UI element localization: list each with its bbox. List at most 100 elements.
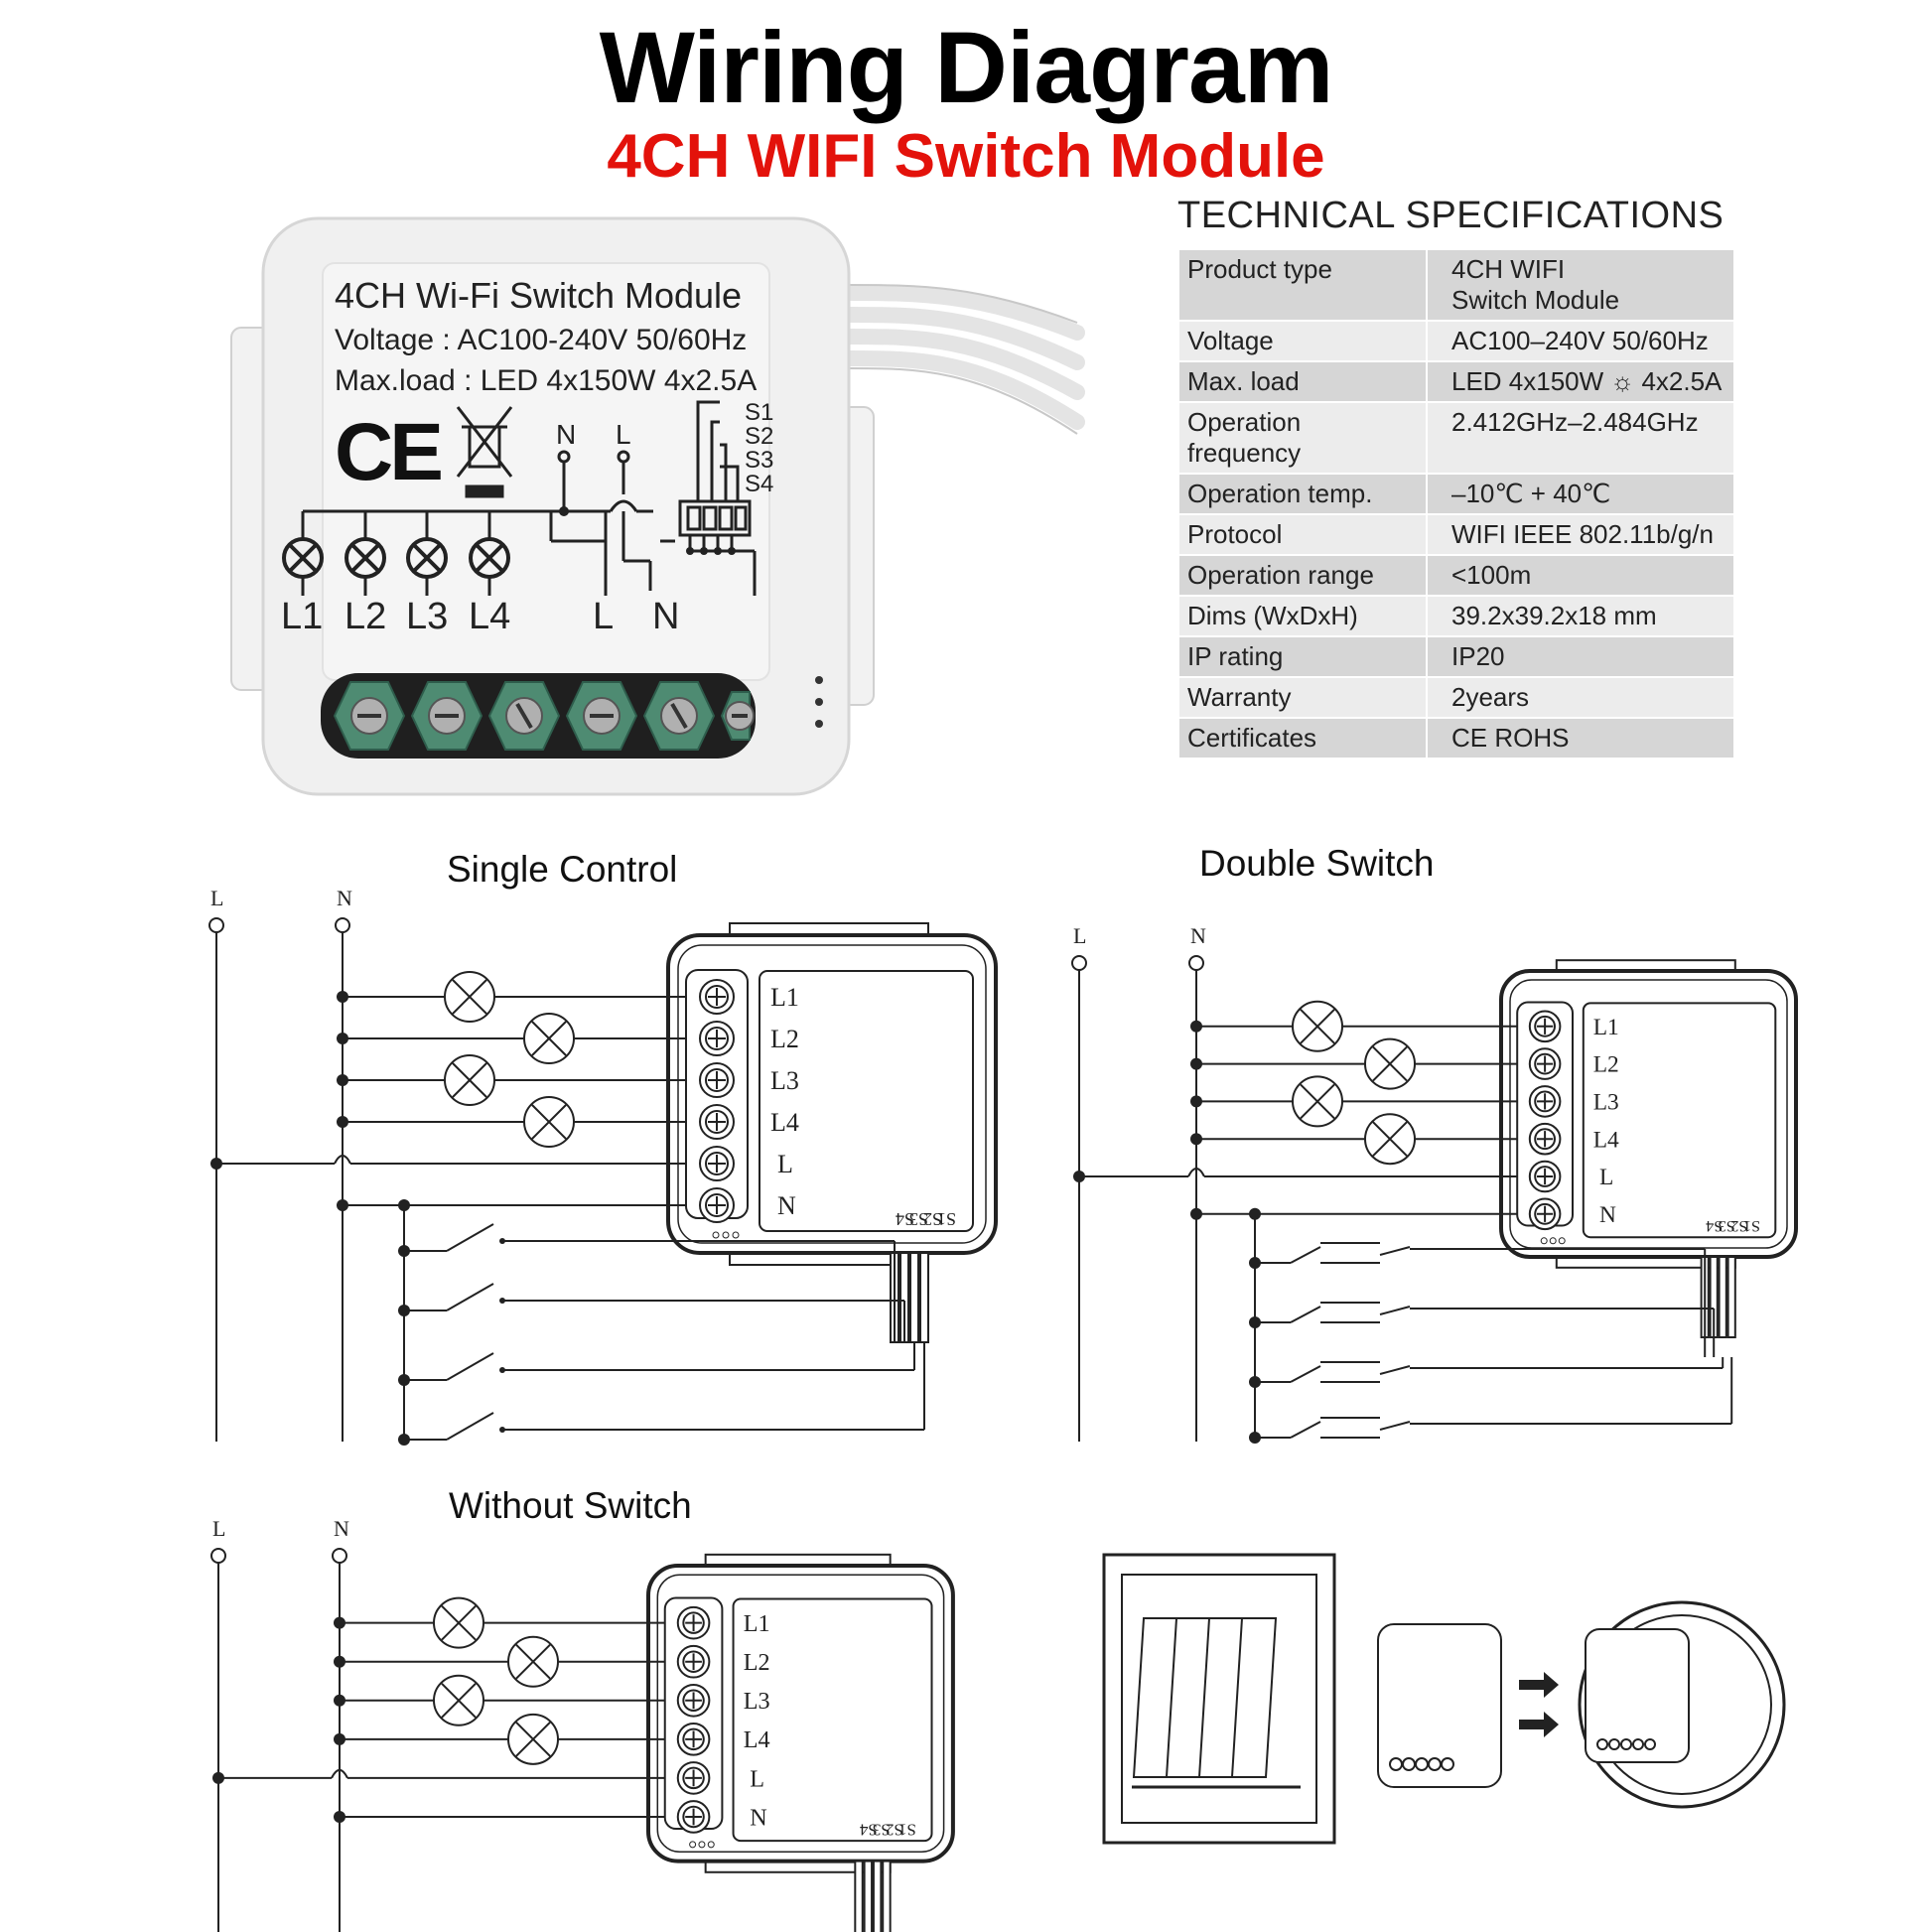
terminal-block bbox=[1516, 1001, 1574, 1227]
lamp-icon bbox=[433, 1596, 484, 1649]
lamp-icon bbox=[523, 1096, 575, 1148]
supply-l-label: L bbox=[210, 886, 223, 910]
terminal-block bbox=[685, 969, 749, 1219]
module-term-l2: L2 bbox=[345, 596, 386, 637]
switch-label-s2: S2 bbox=[1730, 1217, 1747, 1235]
wall-switch-contact bbox=[499, 1298, 505, 1304]
weee-bin-icon bbox=[456, 406, 513, 498]
spec-value-text: 2.412GHz–2.484GHz bbox=[1451, 407, 1699, 437]
lamp-icon bbox=[1292, 1075, 1343, 1128]
junction-dot bbox=[337, 991, 348, 1003]
supply-n-label: N bbox=[334, 1516, 349, 1541]
spec-value-text: <100m bbox=[1451, 560, 1532, 590]
switch-label-s1: S1 bbox=[1743, 1217, 1760, 1235]
module-term-n: N bbox=[652, 596, 679, 637]
spec-row: Dims (WxDxH)39.2x39.2x18 mm bbox=[1179, 596, 1733, 637]
spec-key: Max. load bbox=[1179, 361, 1428, 403]
spec-value-text: IP20 bbox=[1451, 641, 1505, 671]
terminal-label-l2: L2 bbox=[770, 1025, 799, 1053]
spec-key-text: Operation temp. bbox=[1187, 479, 1373, 508]
wall-switch-icon bbox=[446, 1283, 494, 1311]
spec-key: Warranty bbox=[1179, 677, 1428, 719]
spec-key: Certificates bbox=[1179, 718, 1428, 759]
terminal-screw bbox=[705, 1193, 729, 1217]
terminal-screw bbox=[676, 1723, 711, 1756]
junction-dot bbox=[1190, 1133, 1202, 1146]
terminal-screw bbox=[705, 1152, 729, 1175]
spec-key: Voltage bbox=[1179, 321, 1428, 362]
top-l-label: L bbox=[616, 419, 631, 450]
supply-terminal bbox=[1071, 955, 1087, 971]
terminal-block bbox=[663, 1596, 724, 1831]
module-photo: 4CH Wi-Fi Switch Module Voltage : AC100-… bbox=[230, 216, 1085, 796]
spec-key: Product type bbox=[1179, 250, 1428, 322]
terminal-screw bbox=[705, 1068, 729, 1092]
spec-value: LED 4x150W ☼ 4x2.5A bbox=[1427, 361, 1733, 403]
spec-heading: TECHNICAL SPECIFICATIONS bbox=[1177, 195, 1725, 236]
spec-value-text: LED 4x150W ☼ 4x2.5A bbox=[1451, 366, 1723, 396]
rocker-icon bbox=[1165, 1617, 1212, 1778]
terminal-screw bbox=[699, 1146, 735, 1181]
module-s2-label: S2 bbox=[745, 423, 773, 450]
switch-wire-tail bbox=[909, 1252, 919, 1343]
lamp-icon bbox=[507, 1713, 559, 1765]
lamp-icon bbox=[1372, 1121, 1408, 1157]
wall-switch-icon bbox=[1379, 1306, 1411, 1315]
module-wires bbox=[841, 285, 1085, 430]
wall-switch-contact bbox=[499, 1238, 505, 1244]
terminal-screw bbox=[682, 1805, 705, 1829]
switch-wire-tail bbox=[1726, 1256, 1736, 1338]
lamp-icon bbox=[441, 1683, 477, 1719]
junction-dot bbox=[1190, 1020, 1202, 1033]
wall-switch-plate bbox=[1121, 1574, 1317, 1824]
module-bottom-clip bbox=[704, 1858, 892, 1873]
terminal-screw bbox=[705, 985, 729, 1009]
terminal-screw bbox=[699, 1187, 735, 1223]
lamp-icon bbox=[441, 1604, 477, 1641]
lamp-icon bbox=[1372, 1121, 1408, 1157]
terminal-screw bbox=[699, 979, 735, 1015]
switch-wire-tail bbox=[919, 1252, 929, 1343]
spec-key: Operation temp. bbox=[1179, 474, 1428, 515]
spec-value: 2years bbox=[1427, 677, 1733, 719]
spec-key-text: Operation frequency bbox=[1187, 407, 1302, 468]
terminal-label-l4: L4 bbox=[770, 1108, 799, 1137]
lamp-icon bbox=[531, 1104, 567, 1140]
module-s1-label: S1 bbox=[745, 399, 773, 426]
spec-value-text: WIFI IEEE 802.11b/g/n bbox=[1451, 519, 1714, 549]
switch-label-s1: S1 bbox=[898, 1820, 916, 1839]
lamp-icon bbox=[1300, 1083, 1335, 1120]
supply-terminal bbox=[208, 917, 224, 933]
terminal-screw bbox=[705, 1027, 729, 1050]
terminal-screw bbox=[699, 1104, 735, 1140]
lamp-icon bbox=[1372, 1045, 1408, 1082]
junction-dot bbox=[334, 1732, 345, 1745]
junction-dot bbox=[1190, 1057, 1202, 1070]
mini-terminal bbox=[1644, 1738, 1656, 1750]
mini-terminal bbox=[1402, 1757, 1416, 1771]
wall-box bbox=[1591, 1614, 1772, 1795]
ce-mark: CE bbox=[335, 407, 441, 497]
switch-wire-tail bbox=[872, 1860, 883, 1932]
module-term-l3: L3 bbox=[406, 596, 448, 637]
lamp-icon bbox=[452, 1062, 487, 1098]
page-title: Wiring Diagram bbox=[599, 11, 1334, 124]
module-top-clip bbox=[704, 1553, 892, 1569]
terminal-screw bbox=[1534, 1052, 1556, 1075]
spec-row: Operation frequency 2.412GHz–2.484GHz bbox=[1179, 402, 1733, 475]
mini-terminal bbox=[1415, 1757, 1429, 1771]
junction-dot bbox=[1249, 1207, 1261, 1220]
junction-dot bbox=[398, 1374, 410, 1386]
switch-label-s4: S4 bbox=[859, 1820, 877, 1839]
mini-terminal bbox=[1441, 1757, 1454, 1771]
spec-key-text: Max. load bbox=[1187, 366, 1300, 396]
switch-label-s1: S1 bbox=[937, 1209, 956, 1229]
spec-value-text: 4CH WIFI Switch Module bbox=[1451, 254, 1620, 315]
supply-terminal bbox=[335, 917, 350, 933]
terminal-label-l2: L2 bbox=[1593, 1052, 1619, 1078]
double-switch-title: Double Switch bbox=[1199, 843, 1435, 884]
mini-terminal bbox=[1389, 1757, 1403, 1771]
single-control-title: Single Control bbox=[447, 849, 678, 890]
